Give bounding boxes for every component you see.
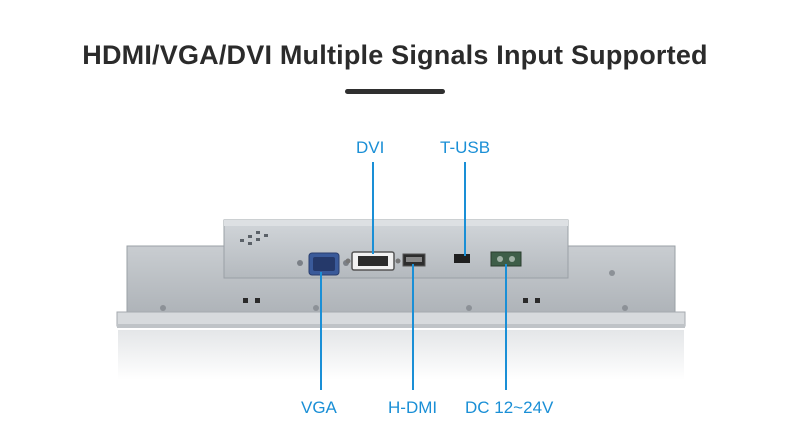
vga-port [297, 252, 349, 276]
screws [160, 270, 628, 311]
page-title: HDMI/VGA/DVI Multiple Signals Input Supp… [82, 40, 708, 70]
front-bezel [116, 311, 686, 327]
mount-holes [243, 298, 540, 303]
rear-housing [223, 219, 569, 279]
leader-vga [320, 272, 322, 390]
leader-dc [505, 264, 507, 390]
label-vga: VGA [301, 398, 337, 417]
tusb-port [454, 254, 470, 263]
label-tusb: T-USB [440, 138, 491, 157]
leader-dvi [372, 162, 374, 254]
title-underline [345, 89, 445, 94]
label-hdmi: H-DMI [388, 398, 438, 417]
leader-hdmi [412, 264, 414, 390]
leader-tusb [464, 162, 466, 256]
hdmi-port [402, 253, 426, 267]
vent-slots [240, 231, 268, 245]
label-dc: DC 12~24V [465, 398, 554, 417]
label-dvi: DVI [356, 138, 385, 157]
floor-reflection [118, 330, 684, 380]
dvi-port [345, 251, 401, 271]
